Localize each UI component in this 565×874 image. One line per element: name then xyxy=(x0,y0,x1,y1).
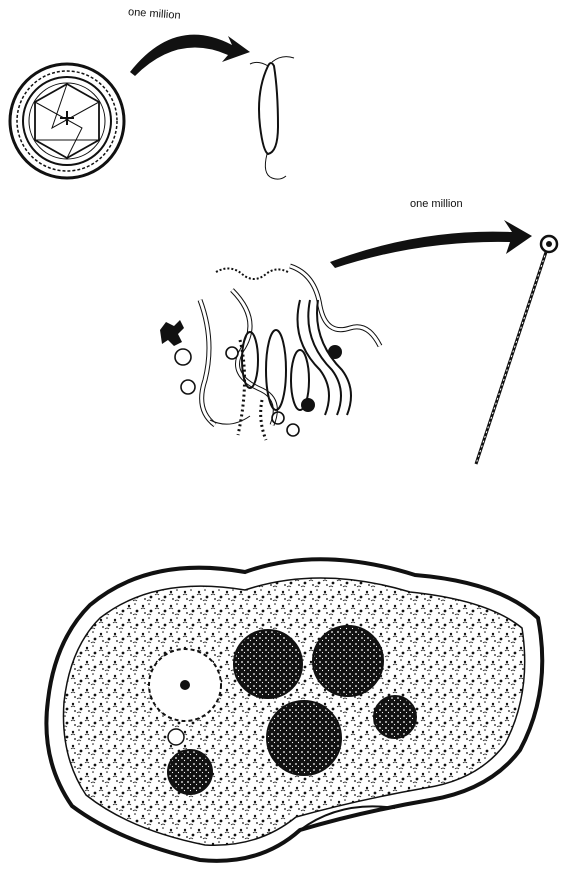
middle-arrow-label: one million xyxy=(410,198,463,210)
bacterium xyxy=(250,57,294,179)
virus-particle xyxy=(10,64,124,178)
cell-organelles-cluster xyxy=(160,266,380,440)
pin xyxy=(476,236,557,464)
magnification-arrow-2 xyxy=(330,220,532,268)
amoeba-cell xyxy=(46,559,542,861)
magnification-arrow-1 xyxy=(130,35,250,76)
